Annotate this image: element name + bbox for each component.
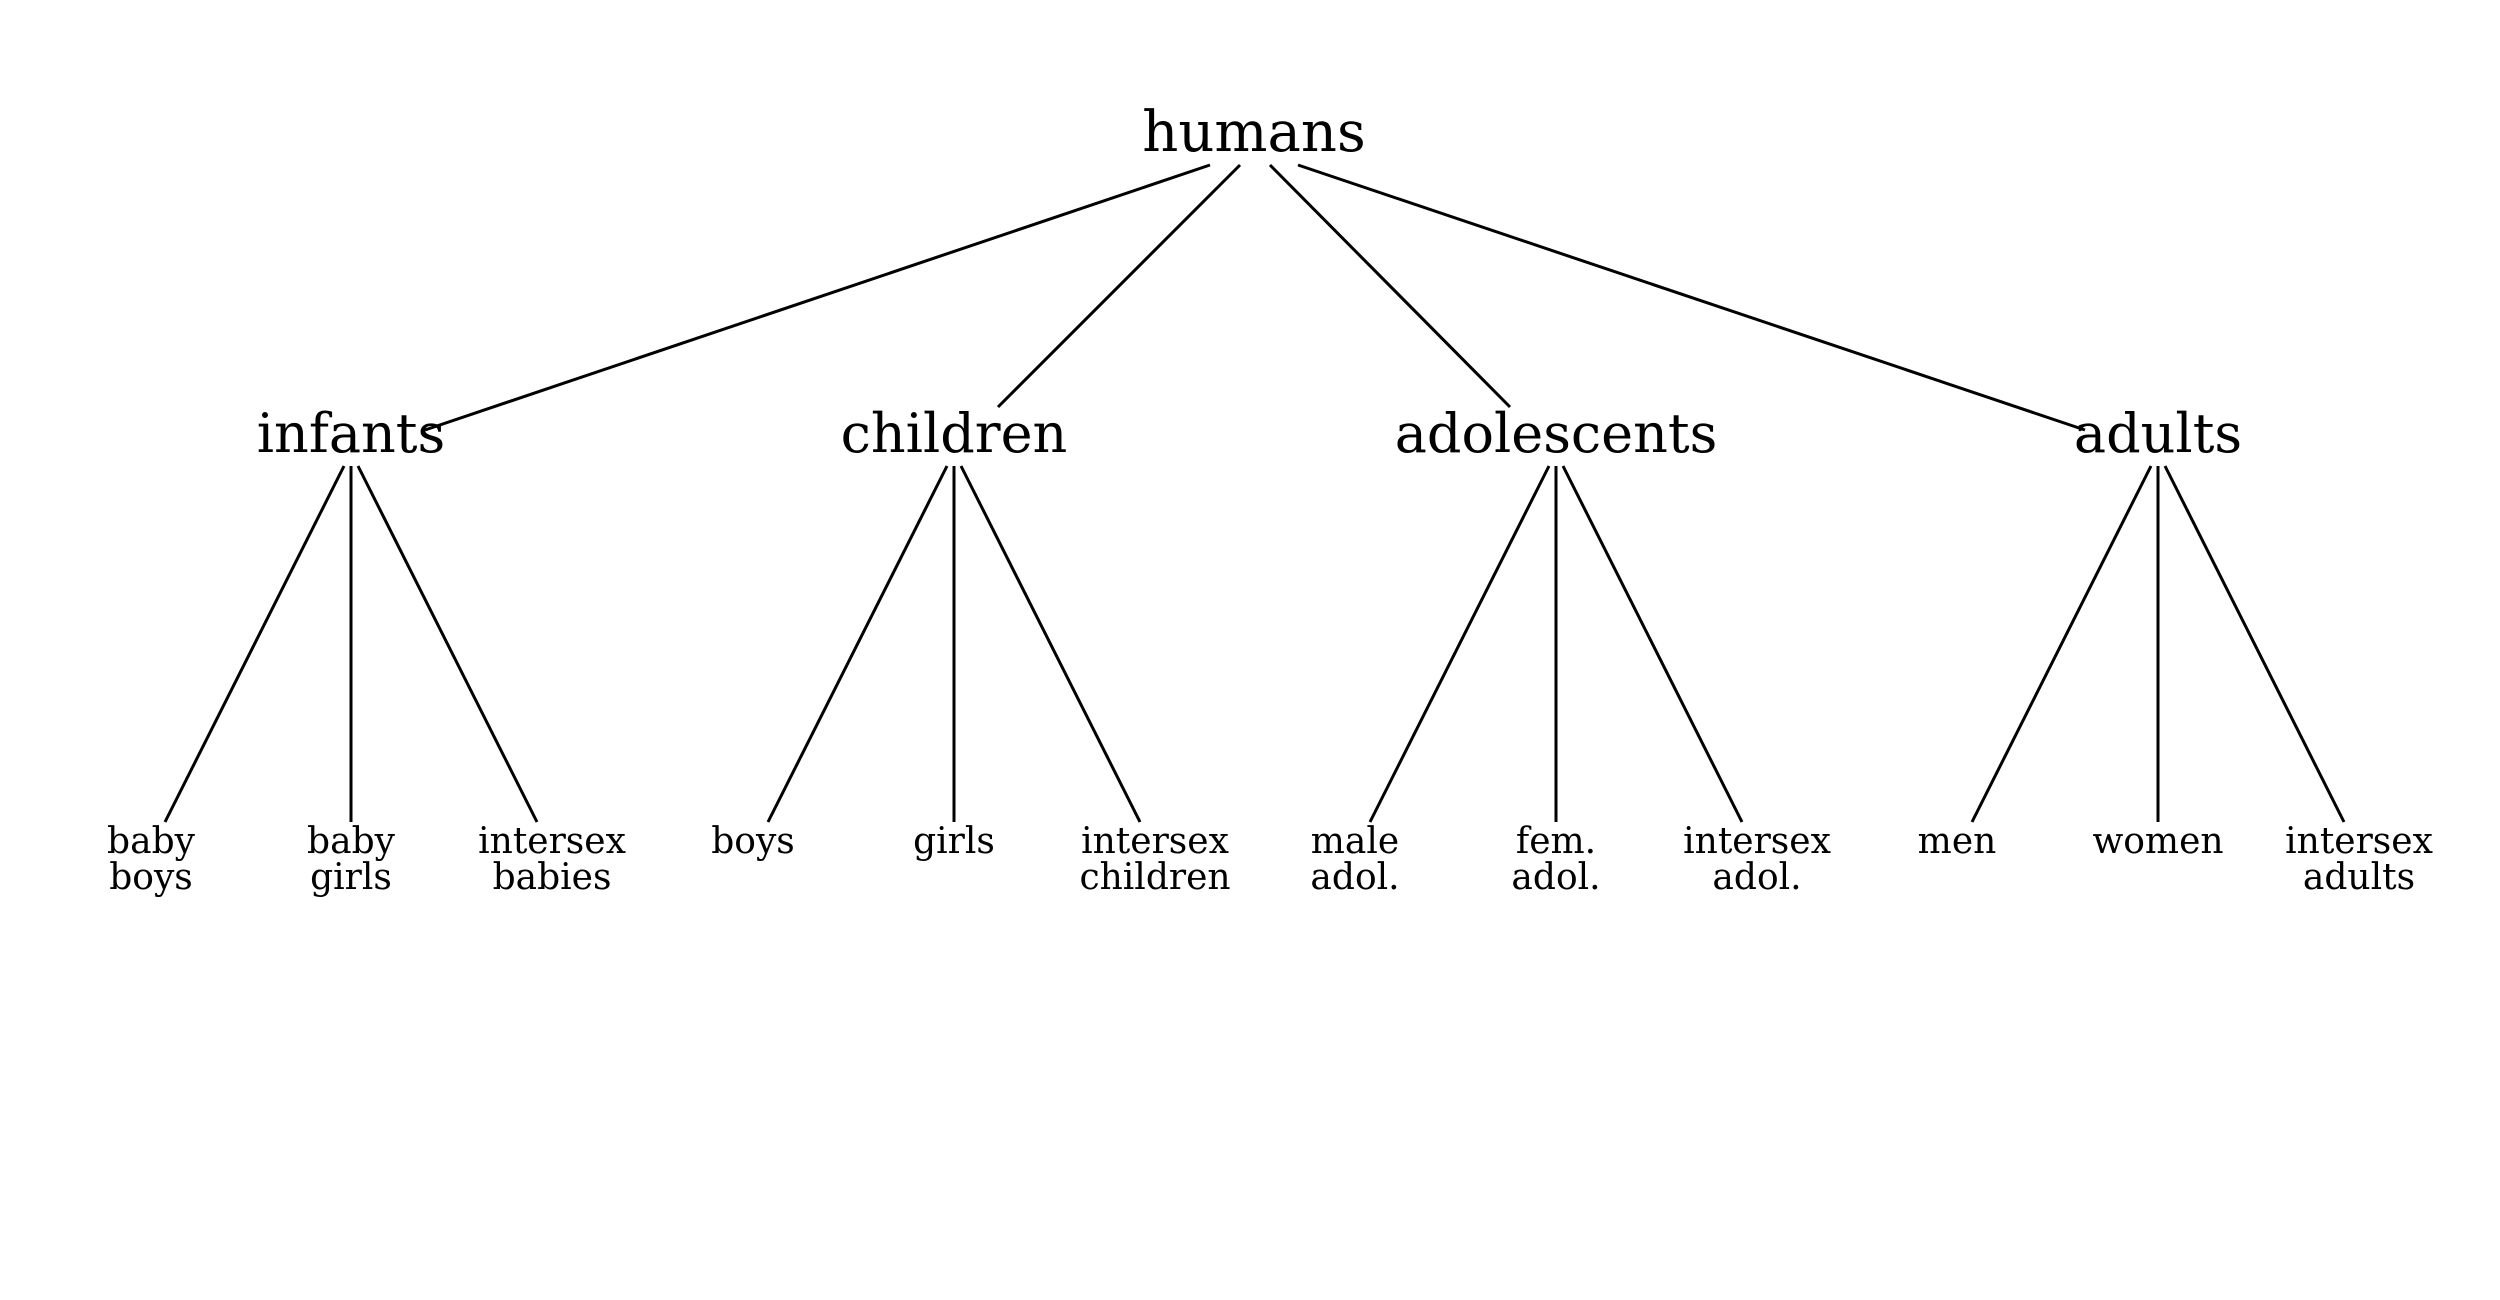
edge-adolescents-male-adol [1368,465,1551,823]
node-intersex-children: intersex children [1079,824,1230,896]
node-intersex-adol: intersex adol. [1683,824,1831,896]
node-baby-boys-line-2: boys [109,857,193,898]
edge-adults-intersex-adults [2163,465,2346,823]
node-men: men [1918,824,1997,860]
edge-adults-men [1970,465,2153,823]
node-men-line-1: men [1917,821,1997,862]
node-male-adol-line-1: male [1310,821,1400,862]
node-baby-boys-line-1: baby [107,821,195,862]
node-girls: girls [913,824,995,860]
node-intersex-adults: intersex adults [2285,824,2433,896]
node-intersex-babies-line-1: intersex [478,821,626,862]
edge-humans-adults [1297,163,2086,432]
node-intersex-adol-line-1: intersex [1683,821,1831,862]
node-fem-adol-line-1: fem. [1515,821,1597,862]
node-baby-girls: baby girls [307,824,395,896]
node-intersex-children-line-1: intersex [1081,821,1229,862]
node-women: women [2092,824,2223,860]
node-boys-line-1: boys [711,821,795,862]
edge-humans-infants [424,163,1211,432]
edge-children-boys [766,465,949,823]
node-boys: boys [711,824,795,860]
node-humans: humans [1142,100,1366,165]
node-baby-girls-line-1: baby [307,821,395,862]
edge-humans-children [996,163,1242,409]
node-baby-boys: baby boys [107,824,195,896]
node-intersex-adults-line-2: adults [2302,857,2416,898]
node-children: children [840,402,1068,465]
node-male-adol: male adol. [1310,824,1399,896]
node-fem-adol-line-2: adol. [1511,857,1601,898]
node-intersex-children-line-2: children [1079,857,1231,898]
node-women-line-1: women [2092,821,2224,862]
node-infants: infants [256,402,446,465]
node-fem-adol: fem. adol. [1511,824,1600,896]
node-adolescents: adolescents [1394,402,1718,465]
node-girls-line-1: girls [913,821,995,862]
node-intersex-adults-line-1: intersex [2285,821,2433,862]
edge-children-intersex-children [959,465,1142,823]
node-adults: adults [2073,402,2243,465]
edge-adolescents-intersex-adol [1561,465,1744,823]
edge-infants-baby-boys [163,465,346,823]
edge-humans-adolescents [1268,163,1512,409]
edge-infants-intersex-babies [356,465,539,823]
node-baby-girls-line-2: girls [310,857,392,898]
node-intersex-adol-line-2: adol. [1712,857,1802,898]
node-intersex-babies-line-2: babies [492,857,612,898]
node-male-adol-line-2: adol. [1310,857,1400,898]
node-intersex-babies: intersex babies [478,824,626,896]
